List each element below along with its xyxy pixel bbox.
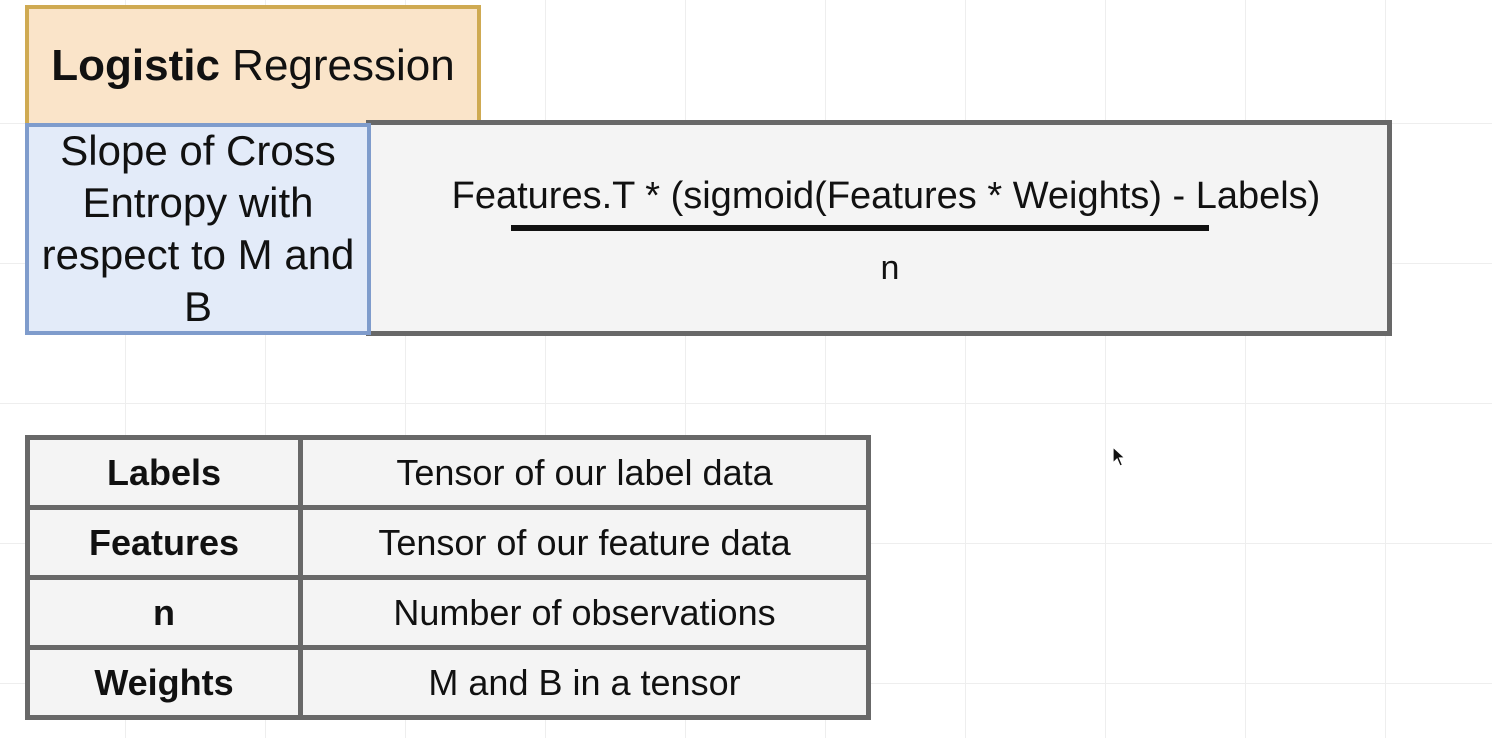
legend-term: Features — [25, 505, 303, 580]
formula-denominator: n — [880, 249, 900, 287]
row-label-text: Slope of Cross Entropy with respect to M… — [41, 127, 355, 330]
title-box: Logistic Regression — [25, 5, 481, 127]
legend-description: Number of observations — [298, 575, 871, 650]
row-label-box: Slope of Cross Entropy with respect to M… — [25, 123, 371, 335]
table-row: Labels Tensor of our label data — [25, 435, 871, 510]
fraction-line — [511, 225, 1209, 231]
legend-table: Labels Tensor of our label data Features… — [25, 435, 871, 720]
formula-numerator: Features.T * (sigmoid(Features * Weights… — [451, 175, 1321, 217]
legend-term: n — [25, 575, 303, 650]
legend-term: Weights — [25, 645, 303, 720]
legend-term: Labels — [25, 435, 303, 510]
title-bold: Logistic — [51, 41, 220, 90]
title-regular: Regression — [232, 41, 455, 90]
mouse-pointer-icon — [1112, 446, 1126, 467]
table-row: n Number of observations — [25, 575, 871, 650]
legend-description: M and B in a tensor — [298, 645, 871, 720]
legend-description: Tensor of our label data — [298, 435, 871, 510]
formula-box: Features.T * (sigmoid(Features * Weights… — [366, 120, 1392, 336]
table-row: Weights M and B in a tensor — [25, 645, 871, 720]
legend-description: Tensor of our feature data — [298, 505, 871, 580]
table-row: Features Tensor of our feature data — [25, 505, 871, 580]
